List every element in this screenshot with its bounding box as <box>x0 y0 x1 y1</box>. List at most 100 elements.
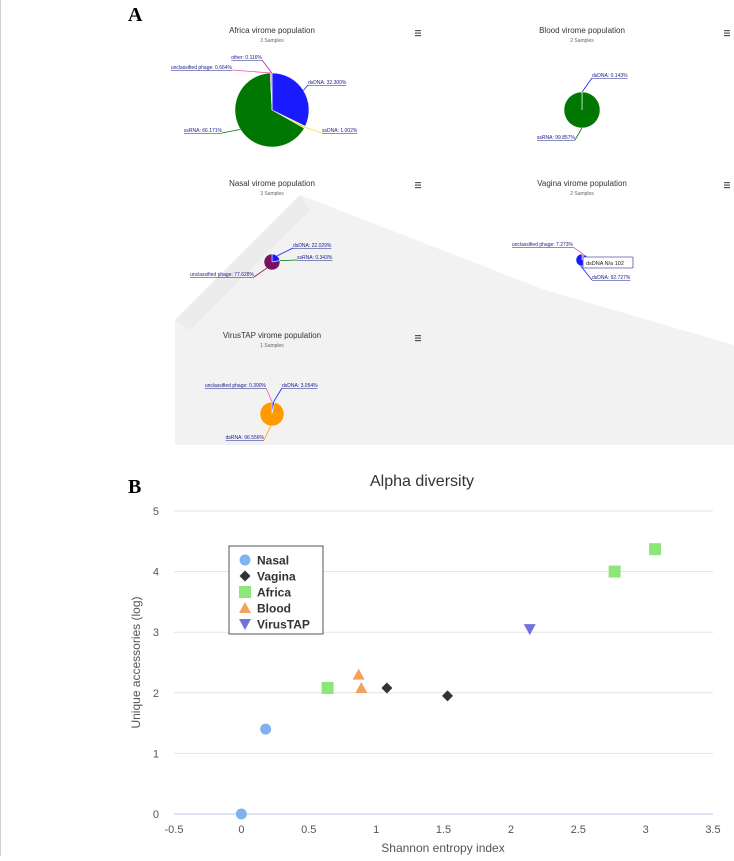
y-tick-label: 2 <box>153 688 159 700</box>
x-tick-label: 1.5 <box>436 824 451 836</box>
menu-icon-bar <box>415 340 421 341</box>
x-tick-label: 0 <box>238 824 244 836</box>
pie-data-label: dsDNA: 22.029% <box>293 243 332 249</box>
data-point[interactable] <box>236 809 247 820</box>
menu-icon-bar <box>724 182 730 183</box>
panel-b-label: B <box>128 476 141 499</box>
x-tick-label: 1 <box>373 824 379 836</box>
menu-icon-bar <box>415 187 421 188</box>
menu-icon-bar <box>724 187 730 188</box>
legend-item[interactable]: Africa <box>239 586 291 600</box>
panel-a-label: A <box>128 4 142 27</box>
background-shape <box>175 195 734 445</box>
legend-label: Nasal <box>257 554 289 568</box>
pie-title: VirusTAP virome population <box>223 331 321 340</box>
menu-icon-bar <box>415 338 421 339</box>
pie-data-label: unclassified phage: 77.628% <box>190 272 254 278</box>
tooltip-text: dsDNA N/a 102 <box>586 261 624 267</box>
panel-a-pie-charts: A Africa virome population 3 Samples dsDNA… <box>0 0 734 445</box>
legend-marker[interactable] <box>240 555 251 566</box>
pie-connector <box>305 127 322 133</box>
menu-icon-bar <box>415 33 421 34</box>
data-point[interactable] <box>322 682 334 694</box>
legend-label: Vagina <box>257 570 296 584</box>
pie-data-label: dsDNA: 0.143% <box>592 73 628 79</box>
pie-title: Africa virome population <box>229 26 315 35</box>
y-axis-label: Unique accessories (log) <box>129 596 143 728</box>
y-tick-label: 1 <box>153 748 159 760</box>
x-tick-label: 0.5 <box>301 824 316 836</box>
data-point[interactable] <box>381 682 392 693</box>
y-tick-label: 3 <box>153 627 159 639</box>
legend-marker[interactable] <box>239 586 251 598</box>
menu-icon[interactable] <box>415 182 421 188</box>
data-point[interactable] <box>260 724 271 735</box>
data-point[interactable] <box>353 669 365 680</box>
series-nasal <box>236 724 271 820</box>
pie-chart-2: Blood virome population 2 Samples dsDNA: 0… <box>537 26 730 141</box>
menu-icon-bar <box>415 35 421 36</box>
series-vagina <box>381 682 453 701</box>
pie-data-label: dsDNA: 32.300% <box>308 80 347 86</box>
menu-icon-bar <box>415 185 421 186</box>
data-point[interactable] <box>649 543 661 555</box>
data-point[interactable] <box>524 624 536 635</box>
data-point[interactable] <box>442 690 453 701</box>
pie-connector <box>573 247 583 254</box>
x-tick-label: -0.5 <box>165 824 184 836</box>
menu-icon[interactable] <box>724 30 730 36</box>
x-tick-label: 3.5 <box>705 824 720 836</box>
pie-data-label: unclassified phage: 0.664% <box>171 65 233 71</box>
y-tick-label: 4 <box>153 567 159 579</box>
pie-chart-1: Africa virome population 3 Samples dsDNA: … <box>171 26 421 147</box>
pie-title: Blood virome population <box>539 26 625 35</box>
pie-data-label: other: 0.116% <box>231 55 262 61</box>
pie-slice[interactable] <box>260 402 284 426</box>
pie-connector <box>222 129 240 133</box>
data-point[interactable] <box>609 566 621 578</box>
pie-chart-grid: Africa virome population 3 Samples dsDNA: … <box>0 0 734 445</box>
pie-title: Nasal virome population <box>229 179 315 188</box>
pie-connector <box>262 60 272 73</box>
pie-data-label: unclassified phage: 0.390% <box>205 383 267 389</box>
pie-subtitle: 1 Samples <box>260 343 284 349</box>
data-point[interactable] <box>355 682 367 693</box>
pie-connector <box>582 78 592 92</box>
pie-data-label: ssRNA: 0.343% <box>297 255 333 261</box>
pie-subtitle: 3 Samples <box>260 38 284 44</box>
legend-label: Africa <box>257 586 291 600</box>
menu-icon[interactable] <box>724 182 730 188</box>
menu-icon-bar <box>724 185 730 186</box>
pie-subtitle: 2 Samples <box>570 38 594 44</box>
chart-title: Alpha diversity <box>370 473 474 490</box>
pie-connector <box>232 70 271 73</box>
pie-subtitle: 3 Samples <box>260 191 284 197</box>
pie-data-label: ssDNA: 1.002% <box>322 128 358 134</box>
menu-icon-bar <box>415 182 421 183</box>
menu-icon-bar <box>415 30 421 31</box>
pie-data-label: ssRNA: 66.171% <box>184 128 223 134</box>
menu-icon-bar <box>724 35 730 36</box>
series-africa <box>322 543 661 694</box>
x-tick-label: 3 <box>643 824 649 836</box>
pie-data-label: dsRNA: 96.556% <box>226 435 265 441</box>
y-tick-label: 0 <box>153 809 159 821</box>
pie-slice[interactable] <box>564 92 600 128</box>
pie-data-label: ssRNA: 99.857% <box>537 135 576 141</box>
y-tick-label: 5 <box>153 506 159 518</box>
x-tick-label: 2.5 <box>571 824 586 836</box>
menu-icon[interactable] <box>415 30 421 36</box>
menu-icon[interactable] <box>415 335 421 341</box>
x-axis-label: Shannon entropy index <box>381 841 504 855</box>
pie-data-label: dsDNA: 3.054% <box>282 383 318 389</box>
pie-title: Vagina virome population <box>537 179 627 188</box>
pie-tooltip: dsDNA N/a 102 <box>583 257 633 268</box>
pie-connector <box>575 128 582 140</box>
pie-subtitle: 2 Samples <box>570 191 594 197</box>
menu-icon-bar <box>724 30 730 31</box>
legend-label: VirusTAP <box>257 618 310 632</box>
series-blood <box>353 669 368 693</box>
